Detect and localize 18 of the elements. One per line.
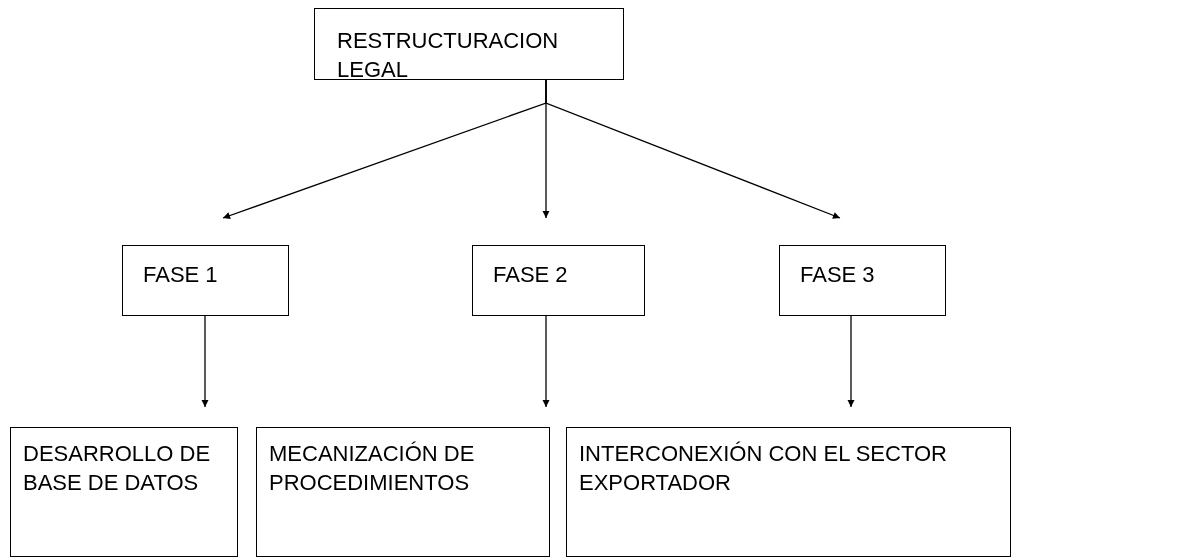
box-label: DESARROLLO DE BASE DE DATOS (23, 440, 212, 497)
arrow (545, 79, 841, 219)
process-box (122, 245, 289, 316)
process-box (314, 8, 624, 80)
arrow (847, 315, 855, 408)
box-label: FASE 1 (143, 261, 219, 289)
process-box (779, 245, 946, 316)
arrow (201, 315, 209, 408)
box-label: RESTRUCTURACION LEGAL (337, 27, 560, 84)
process-box (10, 427, 238, 557)
box-label: FASE 3 (800, 261, 876, 289)
arrow (542, 315, 550, 408)
box-label: FASE 2 (493, 261, 569, 289)
process-box (256, 427, 550, 557)
box-label: INTERCONEXIÓN CON EL SECTOR EXPORTADOR (579, 440, 948, 497)
process-box (472, 245, 645, 316)
box-label: MECANIZACIÓN DE PROCEDIMIENTOS (269, 440, 476, 497)
process-box (566, 427, 1011, 557)
